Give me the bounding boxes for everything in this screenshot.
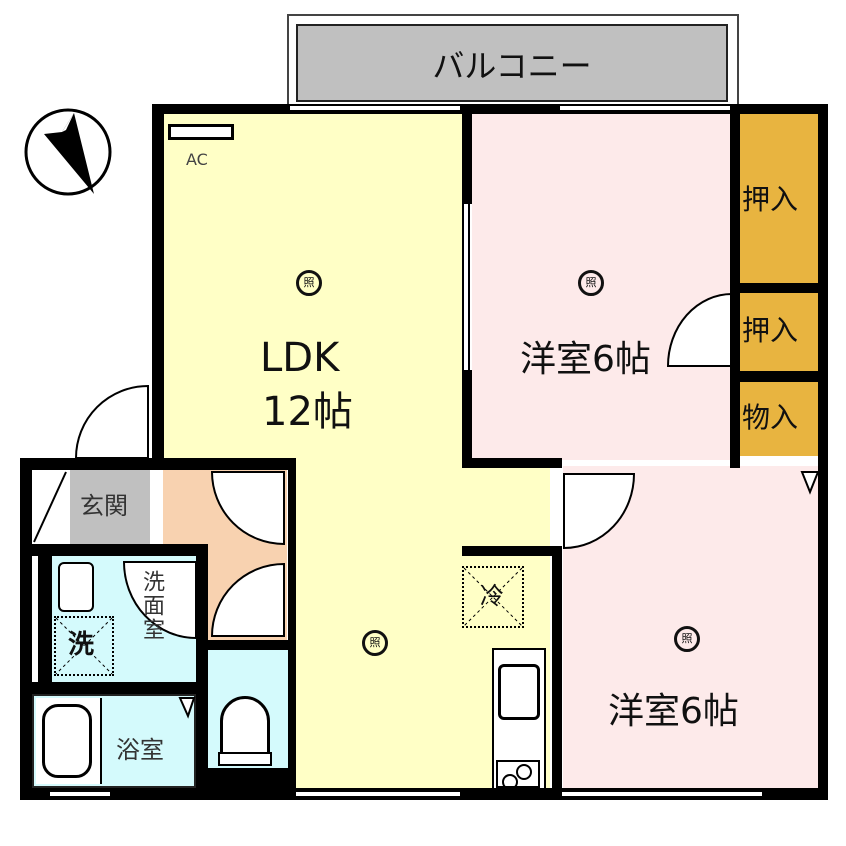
entrance: 玄関 (70, 470, 150, 544)
wall-ldk-west (152, 104, 164, 466)
closet-2-label: 押入 (742, 314, 799, 347)
washer-label: 洗 (68, 630, 95, 660)
wall-east (818, 104, 828, 800)
triangle-marker-icon (800, 471, 820, 495)
wall-entrance-bottom (20, 544, 206, 556)
wall-closet-div-1 (730, 283, 828, 293)
balcony: バルコニー (296, 24, 728, 102)
wall-entrance-top (20, 458, 296, 470)
ceiling-light-icon: 照 (578, 270, 604, 296)
ldk-size-label: 12帖 (262, 389, 353, 435)
closet-1[interactable]: 押入 (740, 114, 818, 284)
wall-toilet-bottom (196, 768, 296, 788)
window-ldk-north[interactable] (290, 104, 460, 112)
ceiling-light-icon: 照 (674, 626, 700, 652)
wall-washroom-east (196, 544, 208, 792)
door-swing-icon (210, 562, 285, 637)
toilet-tank-icon (218, 752, 272, 766)
wall-west-lower (20, 458, 32, 800)
north-arrow-icon (24, 108, 112, 196)
wall-closet-bottom (730, 456, 740, 468)
front-door-swing-icon[interactable] (74, 384, 154, 464)
wall-room1-south (462, 458, 562, 468)
door-swing-icon (563, 473, 636, 550)
entrance-label: 玄関 (80, 492, 128, 520)
air-conditioner-icon (168, 124, 234, 140)
western-room-1-label: 洋室6帖 (520, 339, 651, 380)
balcony-label: バルコニー (432, 47, 592, 85)
window-ldk-south[interactable] (296, 790, 460, 798)
ceiling-light-icon: 照 (296, 270, 322, 296)
wall-washroom-inner (38, 556, 52, 684)
shoe-cabinet-diagonal (33, 471, 67, 543)
wall-hall-east (288, 458, 296, 788)
wall-kitchen-top (462, 546, 562, 556)
wall-room1-west-lower (462, 370, 472, 466)
ldk-name-label: LDK (260, 335, 340, 381)
closet-2[interactable]: 押入 (740, 293, 818, 371)
washroom-label: 洗面室 (139, 570, 164, 642)
toilet-bowl-icon (220, 696, 270, 758)
wash-basin-icon (58, 562, 94, 612)
wall-north (152, 104, 828, 114)
fridge-label: 冷 (480, 582, 504, 610)
wall-toilet-top (196, 640, 296, 650)
window-room2-south[interactable] (562, 790, 762, 798)
wall-closet-div-2 (730, 371, 828, 382)
wall-room2-west (552, 548, 562, 800)
window-bath-south[interactable] (50, 790, 110, 798)
closet-1-label: 押入 (742, 183, 799, 216)
western-room-2-label: 洋室6帖 (608, 691, 739, 732)
ac-label: AC (186, 150, 208, 169)
bathtub-inner (42, 704, 92, 778)
storage-closet[interactable]: 物入 (740, 382, 818, 456)
kitchen-sink-icon (498, 664, 540, 720)
wall-room1-west (462, 104, 472, 204)
bathroom-label: 浴室 (116, 736, 164, 764)
wall-washroom-bottom (20, 682, 206, 694)
door-swing-icon (210, 471, 285, 546)
fridge-space: 冷 (462, 566, 524, 628)
door-swing-icon (666, 292, 733, 367)
washer-space: 洗 (54, 616, 114, 676)
storage-label: 物入 (742, 401, 799, 434)
window-room1-north[interactable] (560, 104, 730, 112)
triangle-marker-icon (178, 697, 196, 719)
door-ldk-room1-sliding[interactable] (462, 204, 470, 370)
washroom-door-swing-icon (122, 561, 197, 640)
stove-icon[interactable] (496, 760, 540, 790)
ceiling-light-icon: 照 (362, 630, 388, 656)
